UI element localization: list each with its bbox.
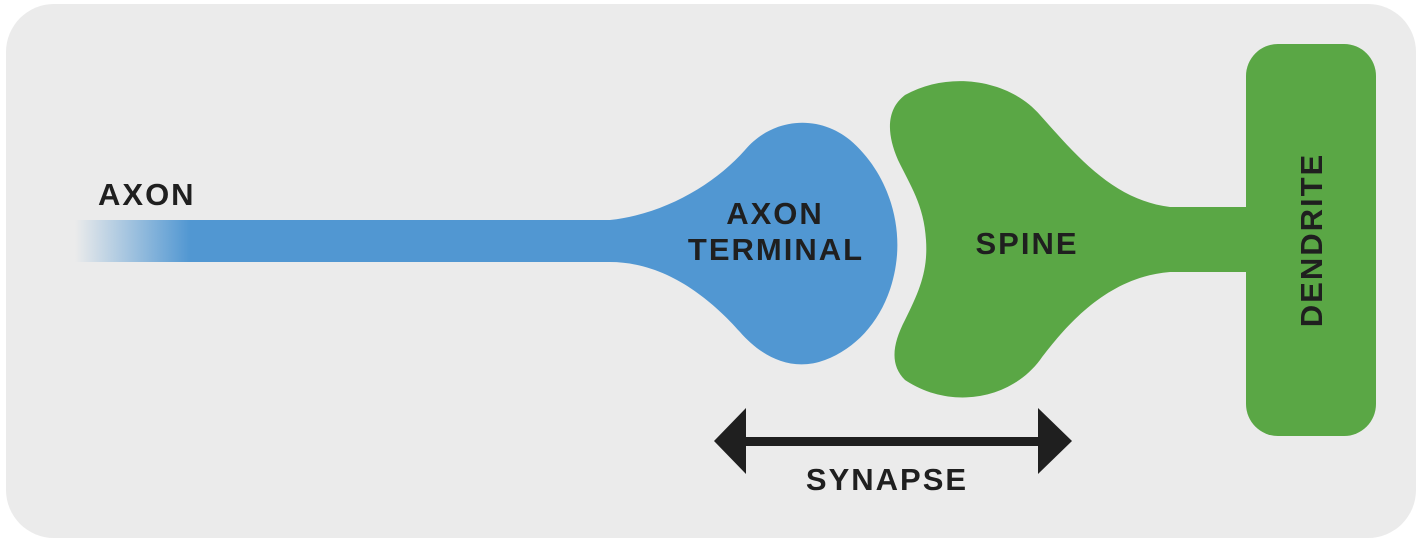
axon-terminal-shape: [610, 122, 898, 365]
arrowhead-right: [1038, 408, 1072, 474]
spine-label: SPINE: [975, 226, 1078, 261]
axon-shaft: [75, 220, 635, 262]
axon-label: AXON: [98, 177, 196, 212]
axon-terminal-label-line1: AXON: [726, 196, 824, 231]
axon-terminal-label-line2: TERMINAL: [688, 232, 864, 267]
synapse-arrow: [714, 408, 1072, 474]
arrowhead-left: [714, 408, 746, 474]
spine-shape: [889, 81, 1255, 398]
dendrite-label: DENDRITE: [1294, 153, 1329, 327]
synapse-label: SYNAPSE: [806, 462, 968, 497]
dendrite-shape: [1246, 44, 1376, 436]
